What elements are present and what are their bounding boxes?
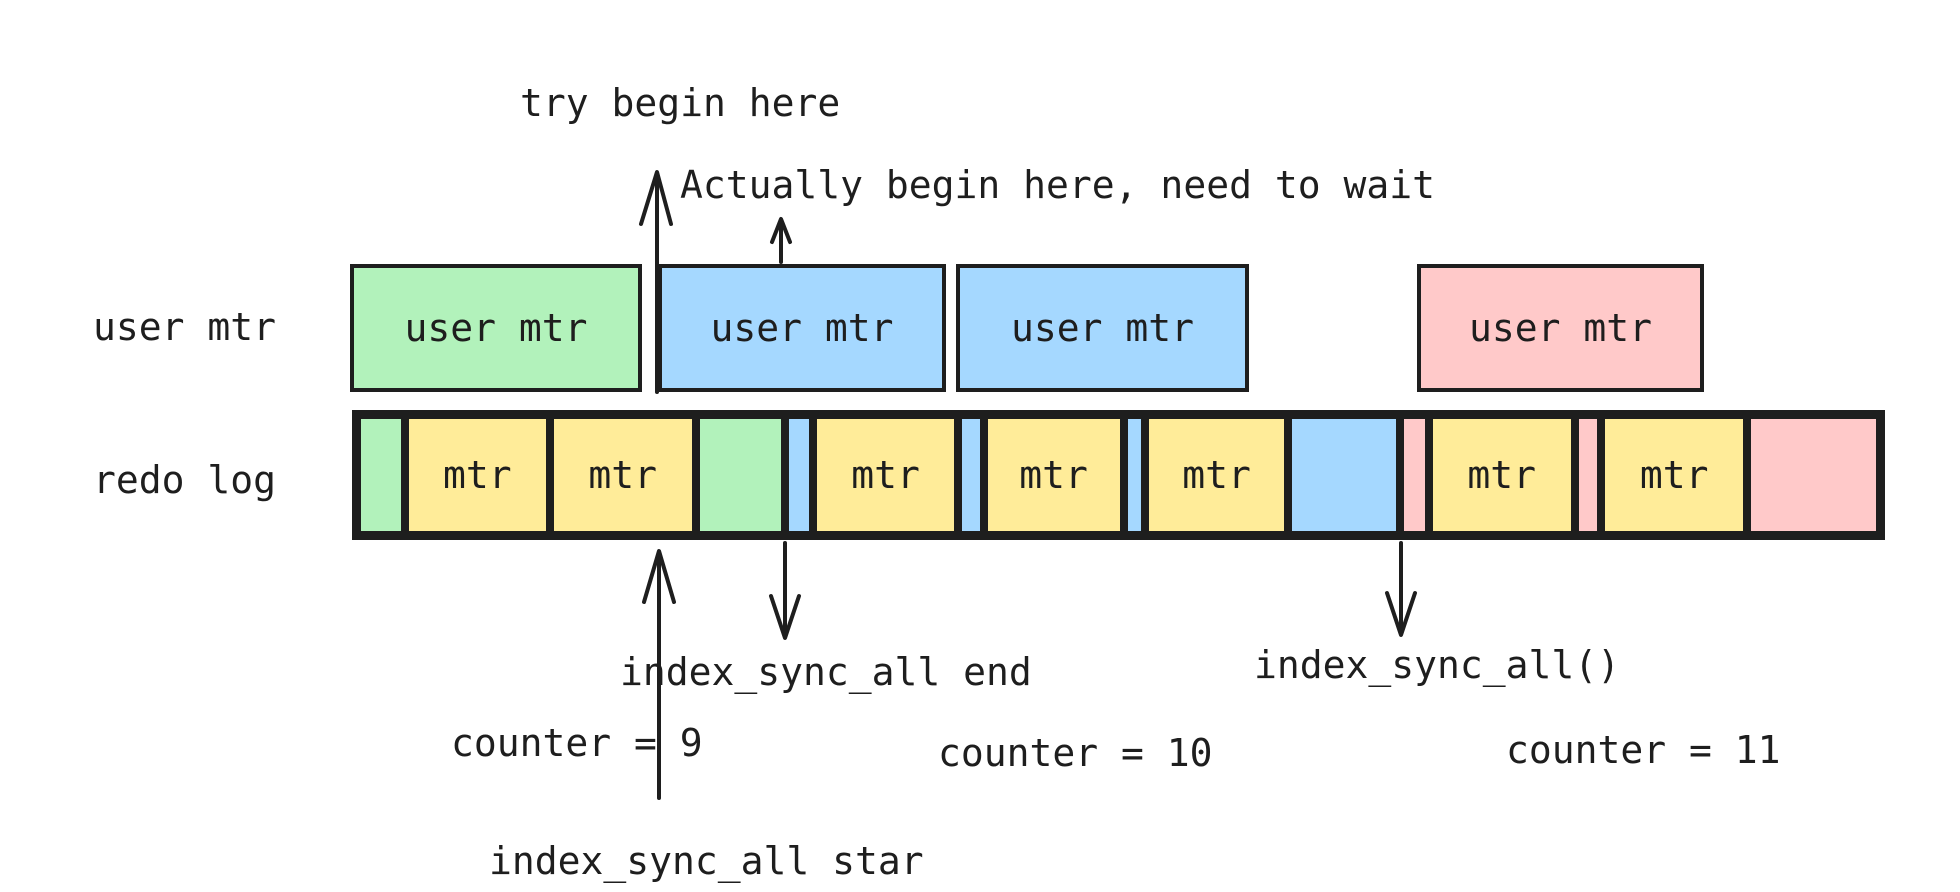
redo-log-segment	[1574, 415, 1602, 535]
label-counter-9: counter = 9	[451, 721, 703, 765]
redo-log-segment	[784, 415, 813, 535]
user-mtr-box-1: user mtr	[350, 264, 642, 392]
label-index-sync-all-start: index_sync_all star	[489, 839, 924, 883]
arrow-index-sync-all-call	[1385, 541, 1417, 637]
redo-log-segment: mtr	[983, 415, 1124, 535]
row-label-user-mtr: user mtr	[93, 305, 277, 349]
redo-log-segment: mtr	[1601, 415, 1748, 535]
user-mtr-box-2: user mtr	[658, 264, 946, 392]
redo-log-segment	[958, 415, 984, 535]
label-actually-begin-here: Actually begin here, need to wait	[680, 163, 1435, 207]
label-counter-11: counter = 11	[1506, 728, 1781, 772]
user-mtr-box-4: user mtr	[1417, 264, 1704, 392]
redo-log-segment	[357, 415, 406, 535]
redo-log-segment	[1287, 415, 1401, 535]
redo-log-segment	[1400, 415, 1429, 535]
label-index-sync-all-call: index_sync_all()	[1254, 643, 1621, 687]
arrow-actually-begin-here	[770, 217, 792, 264]
redo-log-segment: mtr	[1428, 415, 1575, 535]
label-counter-10: counter = 10	[938, 731, 1213, 775]
user-mtr-box-3: user mtr	[956, 264, 1249, 392]
redo-log-segment: mtr	[812, 415, 959, 535]
redo-log-segment: mtr	[549, 415, 696, 535]
redo-log-segment: mtr	[405, 415, 550, 535]
label-try-begin-here: try begin here	[520, 81, 841, 125]
label-index-sync-all-end: index_sync_all end	[620, 650, 1032, 694]
redo-log-segment	[1747, 415, 1880, 535]
row-label-redo-log: redo log	[93, 458, 277, 502]
redo-log-segment	[1123, 415, 1146, 535]
redo-log-segment: mtr	[1145, 415, 1288, 535]
redo-log-segment	[695, 415, 785, 535]
arrow-index-sync-all-end	[769, 541, 801, 640]
